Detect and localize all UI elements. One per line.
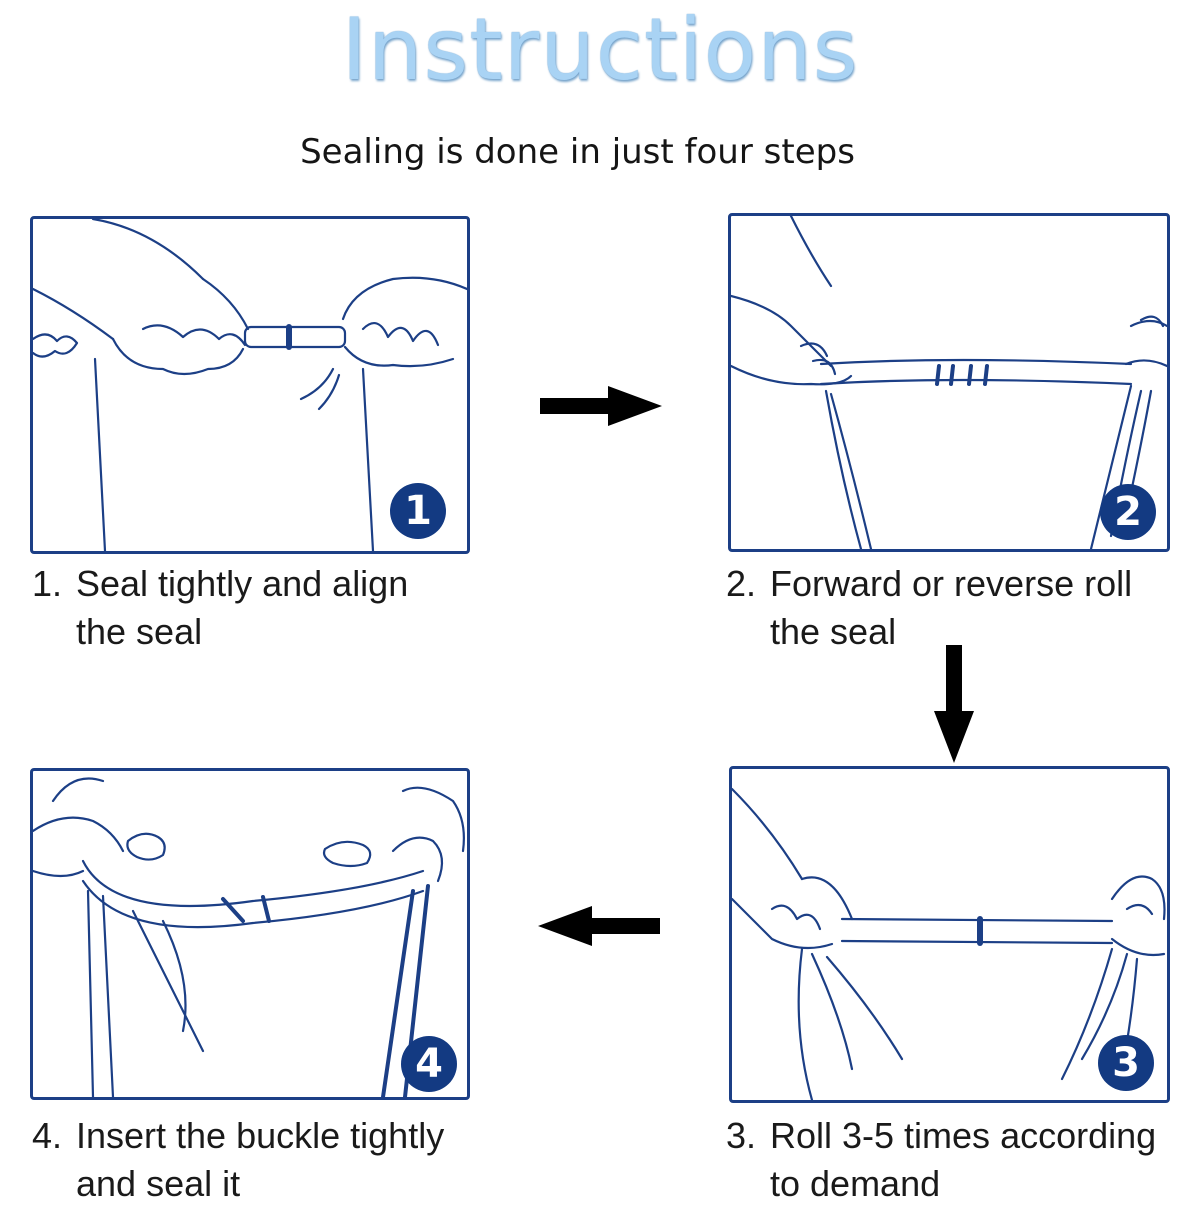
step-4-illustration: 4 [30, 768, 470, 1100]
step-2-number: 2. [726, 563, 757, 604]
arrow-left-icon [538, 906, 660, 946]
arrow-right-icon [540, 386, 662, 426]
step-2-illustration: 2 [728, 213, 1170, 552]
step-3-text-line1: Roll 3-5 times according [770, 1115, 1157, 1156]
step-4-caption: 4. Insert the buckle tightly and seal it [32, 1112, 444, 1208]
step-1-caption: 1. Seal tightly and align the seal [32, 560, 408, 656]
step-3-badge: 3 [1098, 1035, 1154, 1091]
step-2-drawing [731, 216, 1167, 549]
step-4-badge: 4 [401, 1036, 457, 1092]
step-3-drawing [732, 787, 1166, 1100]
step-1-drawing [33, 219, 467, 551]
step-2-caption: 2. Forward or reverse roll the seal [726, 560, 1132, 656]
step-4-text-line2: and seal it [76, 1163, 241, 1204]
step-2-text-line1: Forward or reverse roll [770, 563, 1133, 604]
step-3-illustration: 3 [729, 766, 1170, 1103]
step-2-text-line2: the seal [770, 611, 897, 652]
step-1-number: 1. [32, 563, 63, 604]
step-3-caption: 3. Roll 3-5 times according to demand [726, 1112, 1156, 1208]
step-1-text-line2: the seal [76, 611, 203, 652]
step-4-number: 4. [32, 1115, 63, 1156]
step-3-number: 3. [726, 1115, 757, 1156]
step-1-badge: 1 [390, 483, 446, 539]
step-1-text-line1: Seal tightly and align [76, 563, 409, 604]
step-4-text-line1: Insert the buckle tightly [76, 1115, 445, 1156]
step-3-text-line2: to demand [770, 1163, 941, 1204]
step-1-illustration: 1 [30, 216, 470, 554]
page-subtitle: Sealing is done in just four steps [300, 132, 855, 172]
page-title: Instructions [341, 0, 859, 100]
step-4-drawing [33, 777, 465, 1097]
step-2-badge: 2 [1100, 484, 1156, 540]
arrow-down-icon [934, 645, 974, 763]
